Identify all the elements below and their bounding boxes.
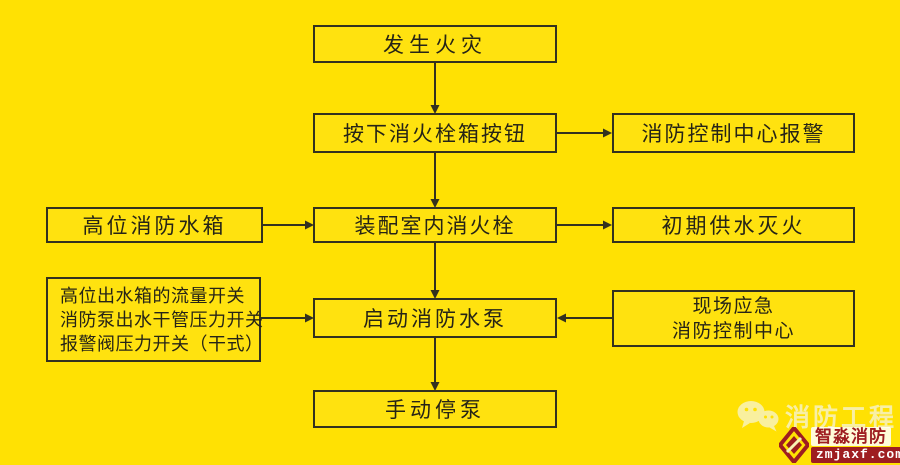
arrow-button-to-hydrant: [430, 153, 440, 208]
brand-name: 智淼消防: [811, 427, 891, 446]
brand-logo: 智淼消防 zmjaxf.com: [777, 424, 900, 465]
node-start-fire-pump: 启动消防水泵: [313, 298, 557, 338]
arrow-button-to-alarm: [557, 128, 612, 138]
node-fire-occurs: 发生火灾: [313, 25, 557, 63]
brand-site: zmjaxf.com: [811, 447, 900, 463]
wechat-icon: [736, 399, 780, 433]
arrow-onsite-to-pump: [557, 313, 612, 323]
onsite-emergency-line-1: 现场应急: [692, 295, 775, 317]
pressure-switch-line-3: 报警阀压力开关（干式）: [60, 333, 264, 354]
arrow-hydrant-to-pump: [430, 243, 440, 299]
node-control-center-alarm: 消防控制中心报警: [612, 113, 855, 153]
node-manual-pump-stop: 手动停泵: [313, 390, 557, 428]
arrow-switches-to-pump: [261, 313, 314, 323]
arrow-hydrant-to-supply: [557, 220, 612, 230]
arrow-tank-to-hydrant: [263, 220, 314, 230]
node-press-hydrant-button: 按下消火栓箱按钮: [313, 113, 557, 153]
pressure-switch-line-2: 消防泵出水干管压力开关: [60, 309, 264, 330]
node-onsite-emergency: 现场应急 消防控制中心: [612, 290, 855, 347]
node-indoor-hydrant: 装配室内消火栓: [313, 207, 557, 243]
node-high-level-water-tank: 高位消防水箱: [46, 207, 263, 243]
node-initial-water-supply: 初期供水灭火: [612, 207, 855, 243]
pressure-switch-line-1: 高位出水箱的流量开关: [60, 285, 245, 306]
onsite-emergency-line-2: 消防控制中心: [671, 320, 795, 342]
node-pressure-switches: 高位出水箱的流量开关 消防泵出水干管压力开关 报警阀压力开关（干式）: [46, 277, 264, 362]
arrow-pump-to-stop: [430, 338, 440, 391]
brand-diamond-icon: [777, 424, 811, 465]
arrow-fire-to-button: [430, 63, 440, 114]
